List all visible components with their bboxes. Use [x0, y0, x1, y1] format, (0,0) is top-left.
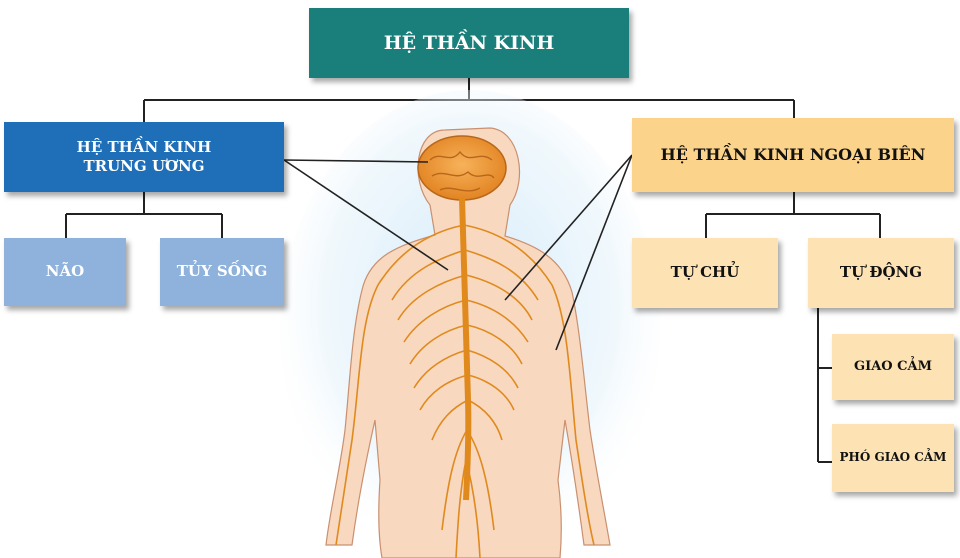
nervous-system-illustration: [280, 90, 660, 558]
node-brain: NÃO: [4, 238, 126, 306]
connector-lines: [65, 78, 881, 463]
pointer-lines: [283, 154, 633, 351]
spinal-cord: [459, 197, 472, 501]
node-spinal-cord: TỦY SỐNG: [160, 238, 284, 306]
node-voluntary: TỰ CHỦ: [632, 238, 778, 308]
node-parasympathetic: PHÓ GIAO CẢM: [832, 424, 954, 492]
central-label: HỆ THẦN KINH TRUNG ƯƠNG: [76, 137, 212, 176]
node-sympathetic: GIAO CẢM: [832, 334, 954, 400]
node-autonomic: TỰ ĐỘNG: [808, 238, 954, 308]
root-node-nervous-system: HỆ THẦN KINH: [309, 8, 629, 78]
node-central-nervous-system: HỆ THẦN KINH TRUNG ƯƠNG: [4, 122, 284, 192]
node-peripheral-nervous-system: HỆ THẦN KINH NGOẠI BIÊN: [632, 118, 954, 192]
nerve-branches: [335, 224, 595, 558]
